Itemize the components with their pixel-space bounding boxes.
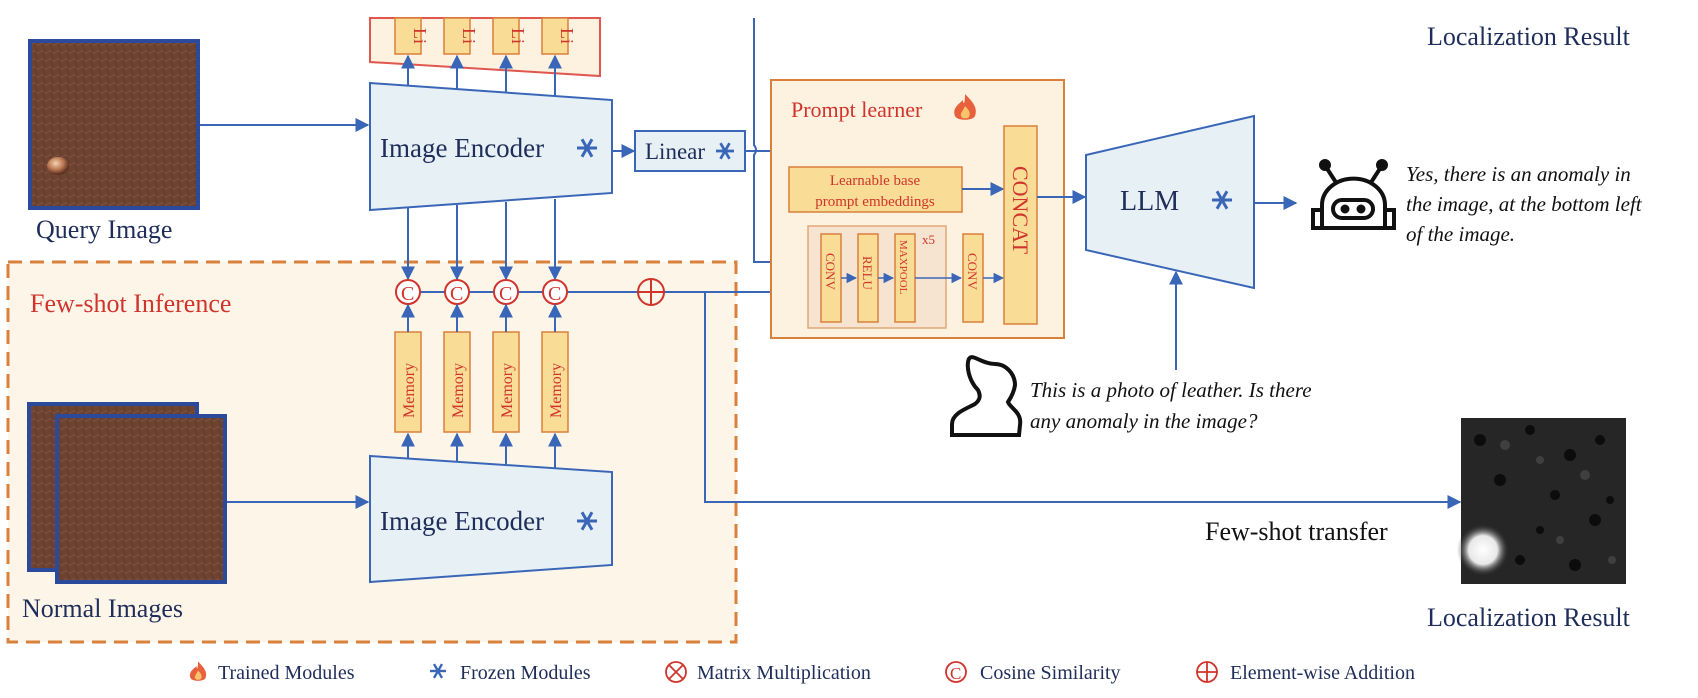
legend-item-trained: Trained Modules xyxy=(189,661,355,684)
element-wise-addition-icon xyxy=(1196,661,1218,683)
cosine-similarity-nodes: C C C C xyxy=(395,279,568,305)
legend-item-cosine: C Cosine Similarity xyxy=(945,661,1121,684)
user-icon xyxy=(950,355,1023,437)
legend-label: Element-wise Addition xyxy=(1230,662,1415,684)
memory-to-similarity-arrows xyxy=(401,303,562,332)
linear-layer-label: Li xyxy=(410,28,430,44)
localization-heatmap xyxy=(1457,418,1626,584)
memory-label: Memory xyxy=(548,363,565,418)
answer-line2: the image, at the bottom left xyxy=(1406,192,1643,216)
encoder-to-similarity-arrows xyxy=(401,199,562,281)
cosine-similarity-icon: C xyxy=(493,279,519,305)
legend-label: Cosine Similarity xyxy=(980,662,1121,684)
robot-icon xyxy=(1311,159,1396,230)
conv-label: CONV xyxy=(823,253,838,290)
cosine-similarity-icon: C xyxy=(945,661,967,683)
image-encoder-top-label: Image Encoder xyxy=(380,133,544,163)
cosine-similarity-icon: C xyxy=(542,279,568,305)
element-wise-addition-icon xyxy=(637,278,665,306)
snowflake-icon xyxy=(428,662,448,680)
matrix-multiplication-icon xyxy=(665,661,687,683)
linear-module xyxy=(634,130,746,172)
encoder-to-memory-arrows xyxy=(401,432,562,468)
svg-text:C: C xyxy=(548,283,561,305)
svg-text:C: C xyxy=(499,283,512,305)
question-line1: This is a photo of leather. Is there xyxy=(1030,378,1312,402)
maxpool-label: MAXPOOL xyxy=(897,240,909,295)
svg-text:C: C xyxy=(401,283,414,305)
query-image xyxy=(28,39,200,210)
answer-line1: Yes, there is an anomaly in xyxy=(1406,162,1631,186)
linear-layer-label: Li xyxy=(508,28,528,44)
few-shot-inference-title: Few-shot Inference xyxy=(30,289,231,318)
svg-text:C: C xyxy=(950,664,961,683)
flame-icon xyxy=(189,661,207,681)
answer-line3: of the image. xyxy=(1406,222,1515,246)
relu-label: RELU xyxy=(860,256,875,291)
linear-layer-boxes: Li Li Li Li xyxy=(394,17,577,55)
legend-item-addition: Element-wise Addition xyxy=(1196,661,1415,684)
svg-text:C: C xyxy=(450,283,463,305)
repeat-count: x5 xyxy=(922,232,935,247)
legend-item-matrix: Matrix Multiplication xyxy=(665,661,871,684)
linear-layer-label: Li xyxy=(557,28,577,44)
linear-label: Linear xyxy=(645,139,705,164)
legend-label: Frozen Modules xyxy=(460,662,591,684)
cosine-similarity-icon: C xyxy=(395,279,421,305)
encoder-to-linear-arrows xyxy=(401,54,562,96)
learnable-prompt-embeddings xyxy=(788,166,963,213)
concat-label: CONCAT xyxy=(1008,166,1033,255)
image-encoder-bottom xyxy=(369,454,613,584)
query-image-label: Query Image xyxy=(36,215,172,244)
localization-result-top-label: Localization Result xyxy=(1427,22,1631,51)
llm-module xyxy=(1085,114,1255,290)
few-shot-transfer-arrow xyxy=(704,292,1462,509)
conv-label: CONV xyxy=(965,253,980,290)
learnable-label-line2: prompt embeddings xyxy=(815,194,935,210)
normal-images xyxy=(27,402,227,584)
cosine-similarity-icon: C xyxy=(444,279,470,305)
legend: Trained Modules Frozen Modules Matrix Mu… xyxy=(189,661,1415,684)
concat-module xyxy=(1003,125,1038,325)
few-shot-transfer-label: Few-shot transfer xyxy=(1205,517,1388,546)
memory-banks: Memory Memory Memory Memory xyxy=(394,331,569,433)
linear-layer-label: Li xyxy=(459,28,479,44)
image-encoder-bottom-label: Image Encoder xyxy=(380,506,544,536)
prompt-learner-title: Prompt learner xyxy=(791,97,923,122)
legend-label: Trained Modules xyxy=(218,662,355,684)
memory-label: Memory xyxy=(450,363,467,418)
localization-result-bottom-label: Localization Result xyxy=(1427,603,1631,632)
memory-label: Memory xyxy=(401,363,418,418)
llm-label: LLM xyxy=(1120,186,1179,217)
memory-label: Memory xyxy=(499,363,516,418)
question-line2: any anomaly in the image? xyxy=(1030,409,1258,433)
image-encoder-top xyxy=(369,81,613,212)
legend-item-frozen: Frozen Modules xyxy=(428,662,591,684)
flame-icon xyxy=(954,94,976,120)
legend-label: Matrix Multiplication xyxy=(697,662,871,684)
normal-images-label: Normal Images xyxy=(22,594,183,623)
learnable-label-line1: Learnable base xyxy=(830,173,921,189)
